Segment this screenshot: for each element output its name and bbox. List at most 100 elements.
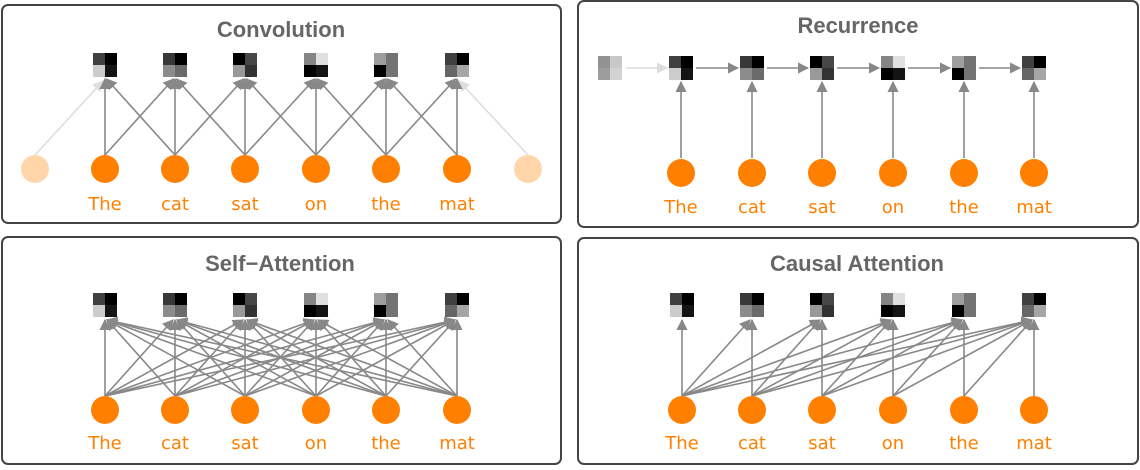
hidden-state-matrix	[669, 56, 693, 80]
hidden-state-matrix	[374, 293, 398, 317]
edge-arrow	[681, 316, 1034, 397]
matrix-cell	[93, 65, 105, 77]
token-label: the	[949, 433, 979, 454]
token-node	[443, 155, 471, 183]
matrix-cell	[93, 305, 105, 317]
matrix-cell	[163, 53, 175, 65]
matrix-cell	[810, 56, 822, 68]
padding-edge	[34, 80, 104, 156]
matrix-cell	[810, 293, 822, 305]
matrix-cell	[752, 293, 764, 305]
token-node	[879, 396, 907, 424]
token-node	[667, 159, 695, 187]
token-label: on	[882, 433, 904, 454]
token-node	[91, 155, 119, 183]
hidden-state-matrix	[670, 293, 694, 317]
matrix-cell	[1034, 56, 1046, 68]
token-node	[950, 159, 978, 187]
token-node	[231, 396, 259, 424]
token-label: cat	[161, 433, 189, 454]
edge-arrow	[315, 319, 456, 397]
matrix-cell	[175, 53, 187, 65]
matrix-cell	[669, 56, 681, 68]
matrix-cell	[881, 305, 893, 317]
matrix-cell	[386, 293, 398, 305]
edge-arrow	[315, 78, 386, 156]
edge-arrow	[681, 317, 964, 397]
token-label: The	[87, 194, 121, 215]
matrix-cell	[163, 293, 175, 305]
matrix-cell	[457, 53, 469, 65]
hidden-state-matrix	[304, 293, 328, 317]
hidden-state-matrix	[233, 293, 257, 317]
hidden-state-matrix	[881, 56, 905, 80]
token-node	[808, 396, 836, 424]
matrix-cell	[245, 293, 257, 305]
hidden-state-matrix	[952, 56, 976, 80]
matrix-cell	[752, 68, 764, 80]
matrix-cell	[175, 65, 187, 77]
token-node	[91, 396, 119, 424]
matrix-cell	[952, 305, 964, 317]
token-label: on	[305, 194, 327, 215]
matrix-cell	[105, 53, 117, 65]
matrix-cell	[1022, 56, 1034, 68]
matrix-cell	[598, 56, 610, 68]
token-node	[738, 396, 766, 424]
matrix-cell	[682, 293, 694, 305]
token-node	[808, 159, 836, 187]
hidden-state-matrix	[304, 53, 328, 77]
edge-arrow	[244, 318, 457, 397]
matrix-cell	[1034, 293, 1046, 305]
edge-arrow	[104, 316, 457, 397]
token-label: mat	[439, 194, 475, 215]
matrix-cell	[952, 68, 964, 80]
matrix-cell	[233, 53, 245, 65]
matrix-cell	[457, 65, 469, 77]
matrix-cell	[964, 68, 976, 80]
matrix-cell	[598, 68, 610, 80]
token-label: the	[949, 197, 979, 218]
edge-arrow	[681, 319, 751, 397]
token-label: on	[882, 197, 904, 218]
token-label: mat	[1016, 433, 1052, 454]
edge-arrow	[681, 318, 893, 397]
panel-border	[577, 237, 1139, 465]
matrix-cell	[374, 65, 386, 77]
matrix-cell	[893, 293, 905, 305]
matrix-cell	[822, 56, 834, 68]
matrix-cell	[175, 305, 187, 317]
matrix-cell	[881, 56, 893, 68]
matrix-cell	[1034, 305, 1046, 317]
edge-arrow	[386, 78, 458, 156]
matrix-cell	[610, 56, 622, 68]
matrix-cell	[386, 305, 398, 317]
edge-arrow	[892, 319, 1033, 397]
matrix-cell	[610, 68, 622, 80]
matrix-cell	[740, 68, 752, 80]
hidden-state-matrix	[163, 293, 187, 317]
edge-arrow	[104, 318, 316, 397]
matrix-cell	[105, 65, 117, 77]
matrix-cell	[893, 68, 905, 80]
matrix-cell	[893, 56, 905, 68]
token-node	[1020, 396, 1048, 424]
matrix-cell	[669, 68, 681, 80]
matrix-cell	[752, 305, 764, 317]
matrix-cell	[374, 53, 386, 65]
token-label: The	[664, 433, 698, 454]
edge-arrow	[104, 319, 174, 397]
token-label: sat	[808, 433, 835, 454]
edge-arrow	[385, 319, 456, 397]
matrix-cell	[881, 293, 893, 305]
matrix-cell	[316, 293, 328, 305]
matrix-cell	[822, 293, 834, 305]
panel-border	[577, 0, 1139, 228]
matrix-cell	[374, 293, 386, 305]
matrix-cell	[881, 68, 893, 80]
matrix-cell	[822, 68, 834, 80]
matrix-cell	[752, 56, 764, 68]
matrix-cell	[964, 56, 976, 68]
